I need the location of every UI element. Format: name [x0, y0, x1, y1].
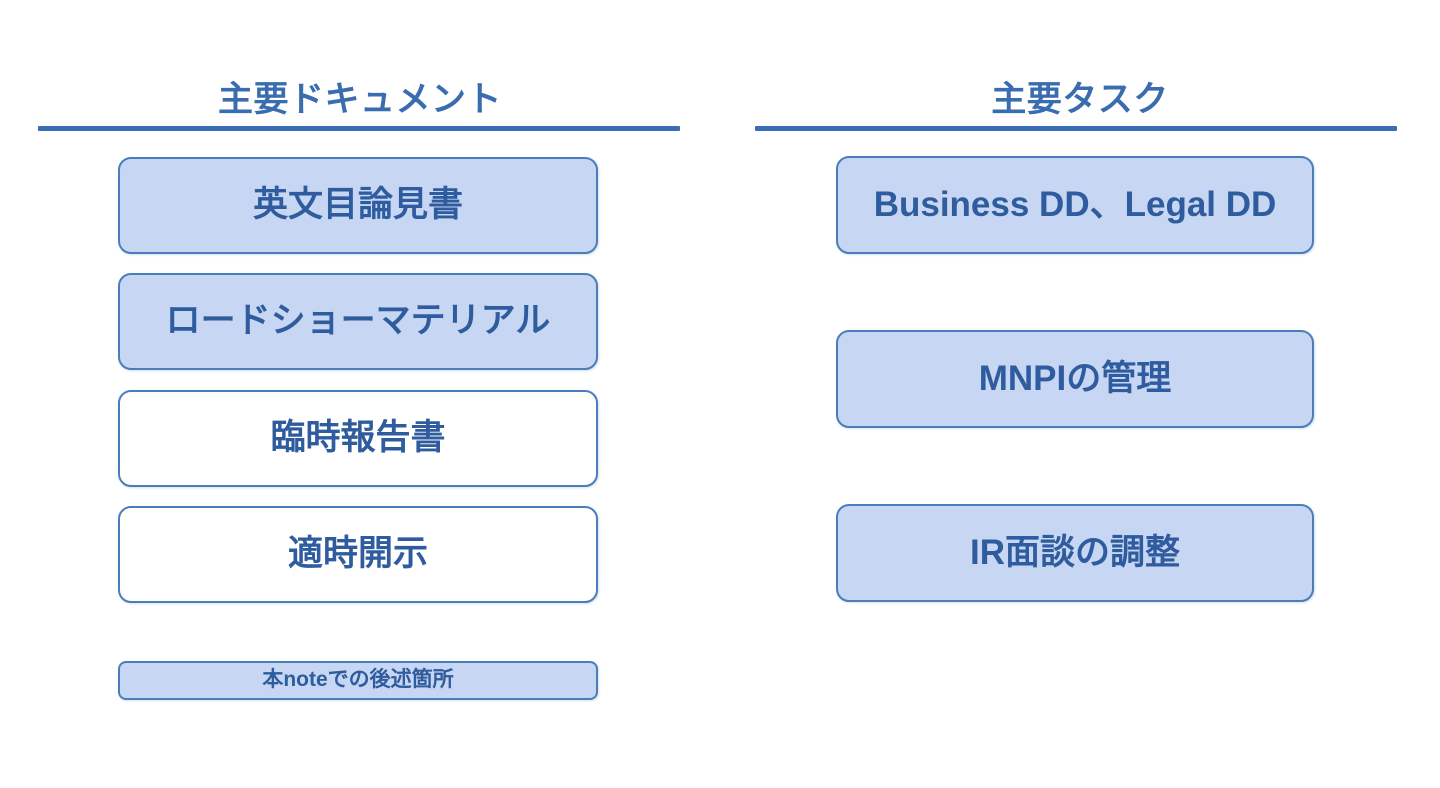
document-box-2-label: ロードショーマテリアル [165, 301, 551, 341]
task-box-2-label: MNPIの管理 [978, 358, 1172, 398]
column-heading-documents: 主要ドキュメント [217, 80, 502, 120]
column-divider-documents [38, 126, 680, 131]
legend-box: 本noteでの後述箇所 [118, 661, 598, 700]
task-box-1-label: Business DD、Legal DD [873, 184, 1277, 224]
task-box-2[interactable]: MNPIの管理 [836, 330, 1314, 428]
legend-box-label: 本noteでの後述箇所 [262, 668, 454, 692]
column-divider-tasks [755, 126, 1397, 131]
task-box-1[interactable]: Business DD、Legal DD [836, 156, 1314, 254]
task-box-3[interactable]: IR面談の調整 [836, 504, 1314, 602]
task-box-3-label: IR面談の調整 [969, 532, 1180, 572]
document-box-4-label: 適時開示 [287, 534, 428, 574]
document-box-1-label: 英文目論見書 [252, 185, 463, 225]
document-box-3-label: 臨時報告書 [270, 418, 446, 458]
document-box-4[interactable]: 適時開示 [118, 506, 598, 603]
column-heading-tasks: 主要タスク [991, 80, 1169, 120]
column-tasks: 主要タスク Business DD、Legal DD MNPIの管理 IR面談の… [720, 0, 1440, 788]
document-box-2[interactable]: ロードショーマテリアル [118, 273, 598, 370]
document-box-1[interactable]: 英文目論見書 [118, 157, 598, 254]
column-documents: 主要ドキュメント 英文目論見書 ロードショーマテリアル 臨時報告書 適時開示 本… [38, 81, 680, 700]
document-box-3[interactable]: 臨時報告書 [118, 390, 598, 487]
